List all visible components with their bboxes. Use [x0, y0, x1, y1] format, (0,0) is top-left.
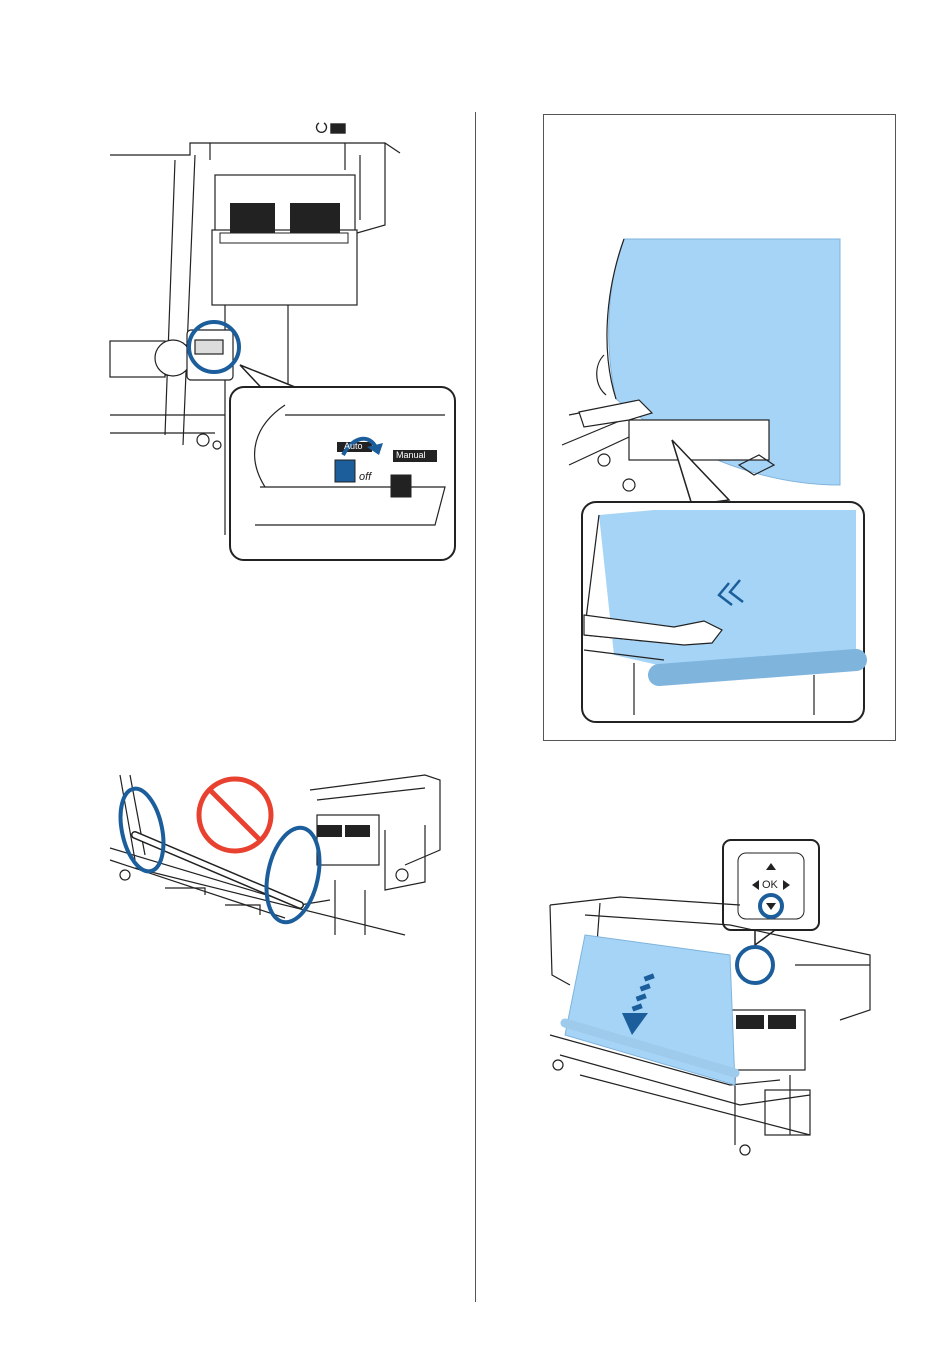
switch-auto-label: Auto: [344, 441, 363, 451]
figure-feed-media-down: OK: [540, 835, 885, 1170]
figure-take-up-switch: Auto Manual off: [105, 115, 465, 565]
take-up-roll: [659, 660, 856, 675]
left-hand-position-circle: [114, 785, 171, 875]
prohibited-icon: [199, 779, 271, 851]
panel-highlight-circle: [737, 947, 773, 983]
figure-prohibited-roll-hold: [105, 770, 445, 945]
switch-manual-label: Manual: [396, 450, 426, 460]
ok-button-label[interactable]: OK: [762, 879, 778, 891]
roll-direction-icon: [317, 123, 346, 133]
column-divider: [475, 112, 476, 1302]
figure-smooth-media: [543, 114, 896, 741]
switch-off-label: off: [359, 471, 371, 483]
auto-toggle-switch[interactable]: [335, 460, 355, 482]
manual-toggle-switch[interactable]: [391, 475, 411, 497]
